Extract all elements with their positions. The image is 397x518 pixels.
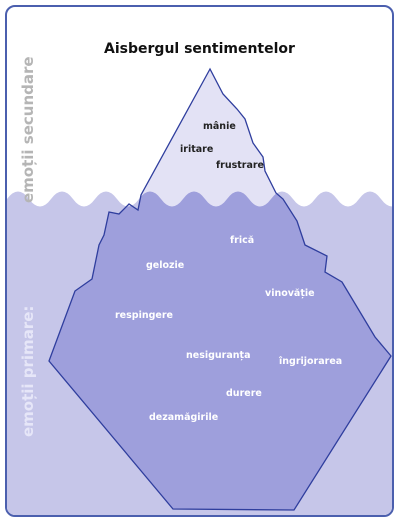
emotion-iritare: iritare xyxy=(180,144,214,155)
emotion-manie: mânie xyxy=(203,121,236,132)
emotion-durere: durere xyxy=(226,388,262,399)
iceberg-body xyxy=(49,69,391,510)
iceberg-outline xyxy=(48,67,392,511)
emotion-vinovatie: vinovăție xyxy=(265,288,315,299)
secondary-emotions-label: emoții secundare xyxy=(19,56,37,203)
primary-emotions-label: emoții primare: xyxy=(19,305,37,437)
emotion-frica: frică xyxy=(230,235,255,246)
emotion-dezamagirile: dezamăgirile xyxy=(149,412,219,423)
iceberg-graphic xyxy=(7,67,392,515)
diagram-title: Aisbergul sentimentelor xyxy=(104,41,295,57)
diagram-frame: Aisbergul sentimentelor emoții secundare… xyxy=(5,5,394,517)
emotion-respingere: respingere xyxy=(115,310,173,321)
emotion-nesiguranta: nesiguranța xyxy=(186,350,251,361)
emotion-frustrare: frustrare xyxy=(216,160,265,171)
emotion-gelozie: gelozie xyxy=(146,260,185,271)
emotion-ingrijorarea: îngrijorarea xyxy=(279,356,343,367)
